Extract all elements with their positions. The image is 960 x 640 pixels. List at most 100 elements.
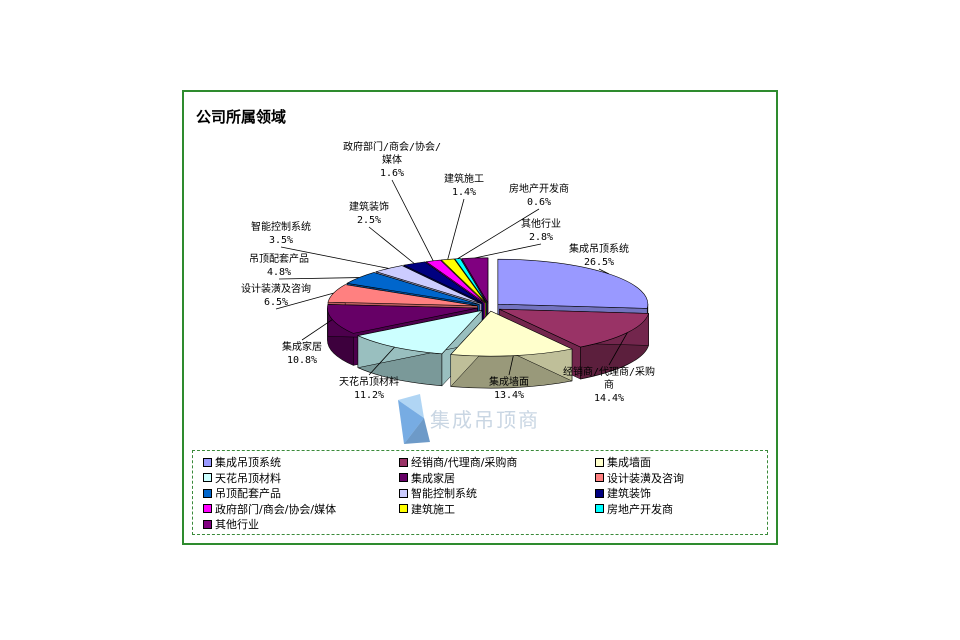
pie-slice-top [440,258,487,304]
slice-name-label: 其他行业 [521,217,561,230]
pie-slice-top [327,284,478,307]
leader-line [447,198,465,260]
legend-item: 建筑装饰 [595,486,651,500]
slice-label: 其他行业 2.8% [521,217,561,243]
slice-value-label: 2.5% [357,215,381,226]
legend-swatch [203,519,212,529]
pie-slice-top [497,258,649,309]
slice-value-label: 26.5% [584,257,614,268]
legend-item: 集成吊顶系统 [203,455,281,469]
slice-label: 房地产开发商 0.6% [509,182,569,208]
slice-name-label: 智能控制系统 [251,220,311,233]
leader-line [278,277,360,280]
leader-line [608,332,628,366]
slice-name-label: 天花吊顶材料 [339,375,399,388]
slice-value-label: 3.5% [269,235,293,246]
slice-value-label: 2.8% [529,232,553,243]
slice-value-label: 0.6% [527,197,551,208]
pie-slice-top [450,310,573,357]
slice-name-label: 经销商/代理商/采购 [563,365,655,378]
legend-label: 建筑施工 [411,502,455,516]
slice-value-label: 14.4% [594,393,624,404]
pie-slice-top [454,258,487,304]
legend-item: 集成墙面 [595,455,651,469]
leader-line [275,292,334,310]
legend-label: 集成家居 [411,471,455,485]
leader-line [368,226,415,264]
slice-value-label: 4.8% [267,267,291,278]
legend-item: 吊顶配套产品 [203,486,281,500]
legend-swatch [399,457,408,467]
slice-label: 经销商/代理商/采购商 14.4% [563,365,655,404]
slice-name-label: 政府部门/商会/协会/ [343,140,441,153]
slice-name-label: 建筑施工 [444,172,484,185]
legend-label: 吊顶配套产品 [215,487,281,500]
legend-swatch [595,457,604,467]
legend-label: 天花吊顶材料 [215,471,281,485]
legend-swatch [203,457,212,467]
pie-slice-top [356,309,483,355]
slice-value-label: 13.4% [494,390,524,401]
slice-name-label: 集成家居 [282,340,322,353]
legend-label: 集成吊顶系统 [215,456,281,469]
slice-name-label: 设计装潢及咨询 [241,282,311,295]
legend-swatch [595,473,604,482]
legend-swatch [399,488,408,498]
leader-line [457,208,540,260]
legend-item: 天花吊顶材料 [203,471,281,485]
legend-item: 经销商/代理商/采购商 [399,455,517,469]
legend-item: 集成家居 [399,471,455,485]
legend-label: 房地产开发商 [607,502,673,516]
chart-title: 公司所属领域 [196,108,287,126]
slice-label: 集成墙面 13.4% [489,375,529,401]
slice-value-label: 10.8% [287,355,317,366]
legend-item: 设计装潢及咨询 [595,471,684,485]
slice-value-label: 1.4% [452,187,476,198]
slice-value-label: 1.6% [380,168,404,179]
legend-swatch [595,504,604,513]
leader-line [368,346,395,376]
pie-slice-top [461,257,489,304]
legend-label: 集成墙面 [607,456,651,469]
chart-frame: 公司所属领域 集成吊顶系统 26.5% 经销商/代理商/采购商 14.4% 集成墙面 13… [182,90,778,545]
legend-label: 设计装潢及咨询 [607,471,684,485]
pie-slice-top [346,272,480,305]
legend-item: 建筑施工 [399,502,455,516]
leader-line [301,319,333,341]
slice-name-label: 商 [604,378,614,391]
chart-legend: 集成吊顶系统 经销商/代理商/采购商 集成墙面天花吊顶材料 集成家居 设计装潢及咨询吊顶… [192,450,768,535]
slice-label: 建筑装饰 2.5% [349,200,389,226]
legend-label: 建筑装饰 [607,487,651,500]
slice-label: 集成家居 10.8% [282,340,322,366]
leader-line [391,179,434,261]
legend-item: 智能控制系统 [399,486,477,500]
slice-name-label: 房地产开发商 [509,182,569,195]
legend-label: 智能控制系统 [411,487,477,500]
legend-swatch [203,473,212,482]
pie-slice [450,310,573,389]
slice-label: 智能控制系统 3.5% [251,220,311,246]
legend-label: 政府部门/商会/协会/媒体 [215,502,337,516]
slice-label: 吊顶配套产品 4.8% [249,252,309,278]
pie-chart: 集成吊顶系统 26.5% 经销商/代理商/采购商 14.4% 集成墙面 13.4% 天花吊顶… [241,140,655,404]
legend-item: 其他行业 [203,517,259,531]
slice-name-label: 集成墙面 [489,375,529,388]
slice-label: 建筑施工 1.4% [444,172,484,198]
leader-line [280,246,389,269]
legend-label: 经销商/代理商/采购商 [411,456,518,469]
legend-swatch [203,504,212,513]
legend-swatch [595,488,604,498]
slice-name-label: 集成吊顶系统 [569,242,629,255]
slice-name-label: 吊顶配套产品 [249,252,309,265]
leader-line [474,243,542,259]
legend-item: 政府部门/商会/协会/媒体 [203,502,336,516]
slice-name-label: 建筑装饰 [349,200,389,213]
legend-label: 其他行业 [215,518,259,531]
leader-line [598,268,609,275]
pie-slice-top [499,308,649,348]
legend-swatch [203,488,212,498]
legend-item: 房地产开发商 [595,502,673,516]
